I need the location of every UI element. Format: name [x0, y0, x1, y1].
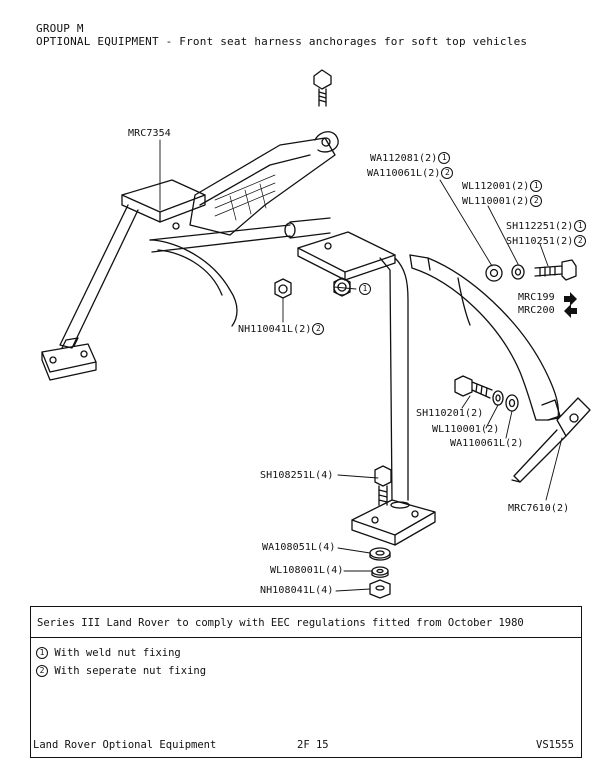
callout-wa110061l-top: WA110061L(2)2 — [367, 167, 454, 179]
arrow-left-icon — [564, 304, 577, 318]
arrow-right-icon — [564, 292, 577, 306]
footer-right: VS1555 — [536, 739, 574, 751]
washer-wa112081-icon — [485, 264, 503, 282]
callout-wl108001l: WL108001L(4) — [270, 565, 344, 576]
curved-anchor-bracket — [409, 254, 561, 421]
circle-marker-2: 2 — [530, 195, 543, 207]
washer-wa110061l-icon — [505, 394, 519, 412]
note-2-text: With seperate nut fixing — [54, 665, 207, 677]
callout-mrc200: MRC200 — [518, 305, 555, 316]
callout-sh108251l: SH108251L(4) — [260, 470, 334, 481]
circle-marker-1: 1 — [574, 220, 587, 232]
callout-sh110201: SH110201(2) — [416, 408, 484, 419]
callout-nh110041l: NH110041L(2)2 — [238, 323, 325, 335]
bolt-sh110201-icon — [454, 375, 493, 399]
note-1: 1 With weld nut fixing — [35, 647, 181, 659]
bolt-sh112251-icon — [534, 259, 577, 281]
callout-wa108051l: WA108051L(4) — [262, 542, 336, 553]
callout-sh112251: SH112251(2)1 — [506, 220, 587, 232]
circle-marker-2: 2 — [312, 323, 325, 335]
callout-mrc199: MRC199 — [518, 292, 555, 303]
bolt-sh108251l-icon — [374, 465, 392, 506]
note-1-marker: 1 — [36, 647, 48, 659]
circle-marker-1: 1 — [359, 283, 371, 295]
washer-wl112001-icon — [511, 264, 525, 280]
washer-wa108051l-icon — [369, 547, 391, 561]
nut-nh108041l-icon — [369, 579, 391, 599]
notes-heading: Series III Land Rover to comply with EEC… — [37, 617, 524, 629]
washer-wl110001-icon — [492, 390, 504, 406]
notes-box: Series III Land Rover to comply with EEC… — [30, 606, 582, 758]
note-1-text: With weld nut fixing — [54, 647, 181, 659]
bolt-top-icon — [313, 69, 332, 107]
washer-wl108001l-icon — [371, 566, 389, 578]
callout-wl112001: WL112001(2)1 — [462, 180, 543, 192]
callout-wa110061l-mid: WA110061L(2) — [450, 438, 524, 449]
callout-wl110001-top: WL110001(2)2 — [462, 195, 543, 207]
footer-page-number: 2F 15 — [297, 739, 329, 751]
footer-left: Land Rover Optional Equipment — [33, 739, 217, 751]
page-subtitle: OPTIONAL EQUIPMENT - Front seat harness … — [36, 35, 528, 48]
circle-marker-2: 2 — [574, 235, 587, 247]
callout-weld-nut: 1 — [358, 283, 371, 295]
nut-nh110041l-icon — [274, 278, 292, 299]
callout-nh108041l: NH108041L(4) — [260, 585, 334, 596]
circle-marker-1: 1 — [530, 180, 543, 192]
anchor-plate-mrc7610-icon — [511, 397, 591, 483]
main-support-leg — [297, 231, 436, 546]
note-2-marker: 2 — [36, 665, 48, 677]
callout-wa112081: WA112081(2)1 — [370, 152, 451, 164]
circle-marker-1: 1 — [438, 152, 451, 164]
callout-mrc7354: MRC7354 — [128, 128, 171, 139]
note-2: 2 With seperate nut fixing — [35, 665, 206, 677]
group-label: GROUP M — [36, 22, 84, 35]
callout-mrc7610: MRC7610(2) — [508, 503, 570, 514]
callout-sh110251: SH110251(2)2 — [506, 235, 587, 247]
notes-divider — [31, 637, 581, 638]
circle-marker-2: 2 — [441, 167, 454, 179]
leader-lines — [159, 139, 563, 592]
callout-wl110001-mid: WL110001(2) — [432, 424, 500, 435]
seat-frame-bracket — [41, 131, 339, 381]
